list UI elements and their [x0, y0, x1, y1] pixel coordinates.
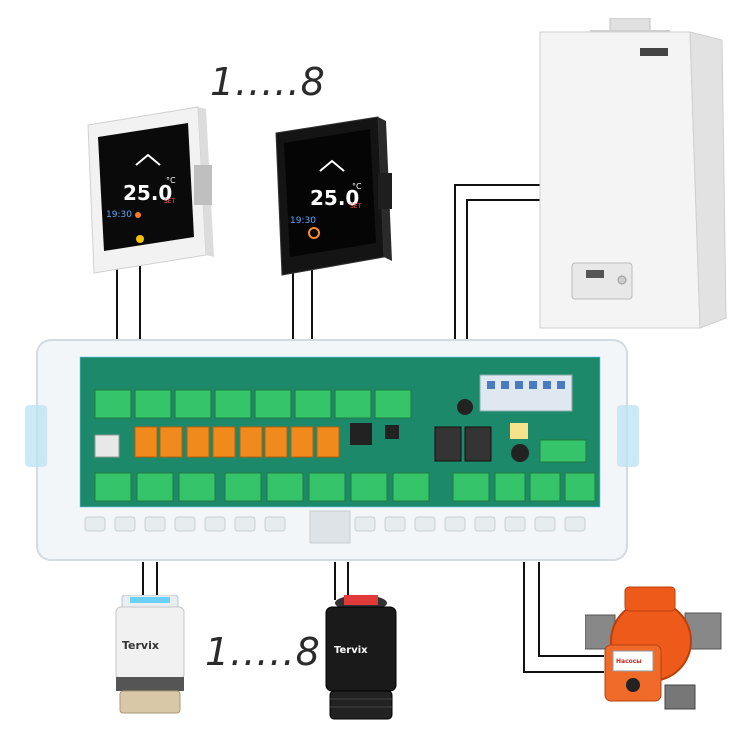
actuator-count-label: 1.....8 — [205, 630, 321, 674]
wire-boiler-a — [454, 184, 540, 340]
svg-text:°C: °C — [352, 182, 362, 191]
wire-boiler-b — [466, 199, 540, 340]
power-button-black[interactable] — [308, 227, 320, 239]
circulation-pump: Насосы — [585, 586, 722, 710]
wire-pump-b — [538, 562, 604, 657]
svg-text:°C: °C — [166, 176, 176, 185]
svg-text:SET: SET — [164, 198, 176, 205]
cable-glands — [84, 516, 586, 532]
actuator-black: Tervix — [325, 595, 397, 720]
thermostat-black: 25.0 °C SET 19:30 — [275, 116, 392, 276]
controller-box — [25, 339, 639, 561]
wire-pump-a — [523, 562, 604, 673]
actuator-white-brand: Tervix — [122, 639, 159, 652]
pump-speed-dial[interactable] — [626, 678, 640, 692]
svg-text:SET: SET — [350, 203, 362, 210]
thermostat-black-temp: 25.0 — [310, 186, 359, 210]
actuator-black-brand: Tervix — [334, 645, 368, 656]
relay-bank — [134, 426, 340, 458]
thermostat-white-temp: 25.0 — [123, 181, 172, 205]
svg-text:19:30: 19:30 — [290, 216, 316, 226]
actuator-white: Tervix — [115, 595, 185, 714]
bottom-terminal-blocks — [94, 472, 596, 502]
power-button-white[interactable] — [136, 235, 144, 243]
svg-text:19:30: 19:30 — [106, 210, 132, 220]
thermostat-white: 25.0 °C SET 19:30 — [87, 106, 214, 274]
gas-boiler — [539, 18, 727, 329]
thermostat-count-label: 1.....8 — [210, 60, 326, 104]
pump-label-plate — [612, 650, 654, 672]
pump-brand: Насосы — [616, 658, 642, 665]
boiler-knob[interactable] — [617, 275, 627, 285]
top-terminal-blocks — [94, 389, 412, 419]
